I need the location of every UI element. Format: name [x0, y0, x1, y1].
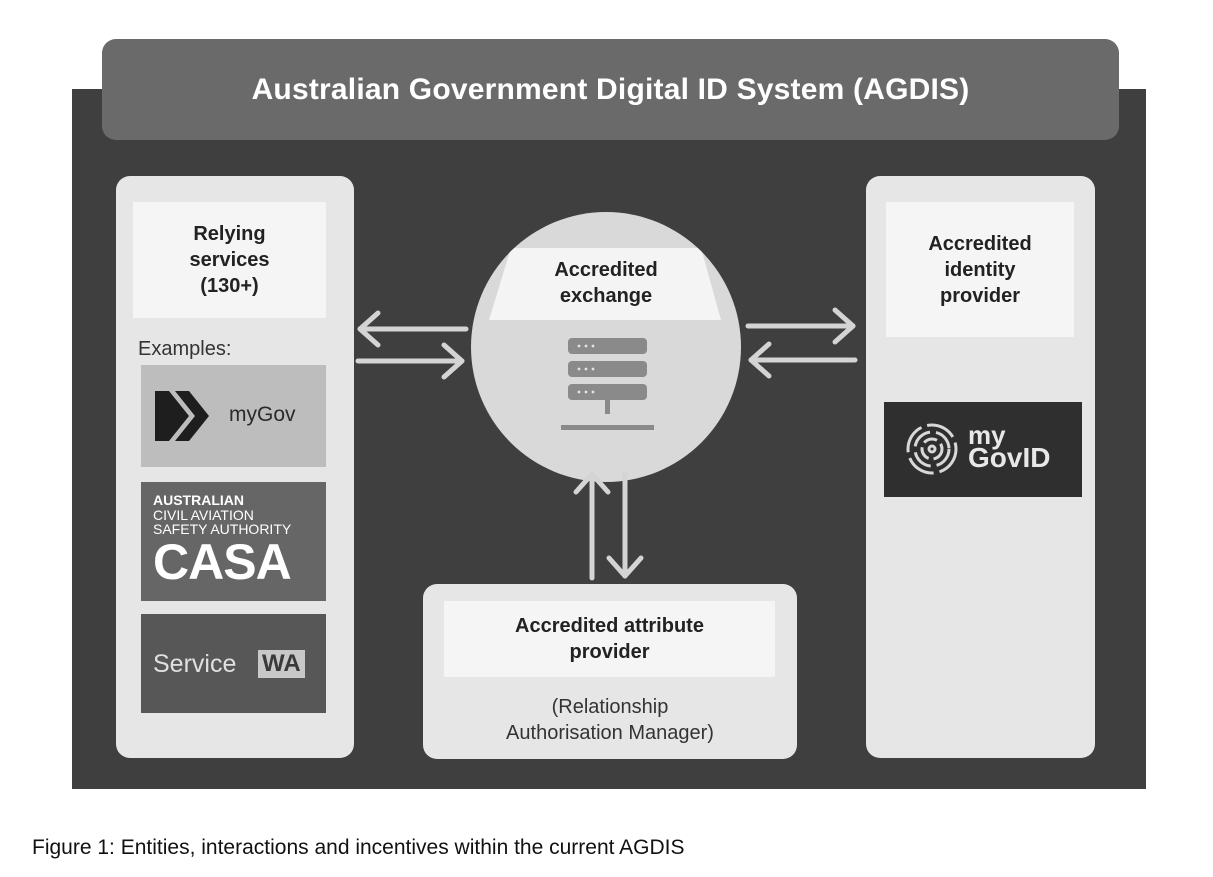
accredited-exchange-circle: Accredited exchange — [471, 212, 741, 482]
servicewa-text: Service — [153, 650, 237, 678]
arrow-exchange-to-attribute — [606, 471, 644, 579]
relying-services-label: Relying services (130+) — [133, 202, 326, 318]
diagram-title: Australian Government Digital ID System … — [251, 72, 970, 106]
exchange-label-line: exchange — [559, 285, 653, 307]
arrow-exchange-to-identity — [745, 307, 856, 345]
casa-logo: AUSTRALIAN CIVIL AVIATION SAFETY AUTHORI… — [141, 482, 326, 601]
identity-label-line: identity — [944, 258, 1016, 281]
attribute-provider-subtitle: (Relationship Authorisation Manager) — [423, 694, 797, 746]
mygov-logo: myGov — [141, 365, 326, 467]
arrow-identity-to-exchange — [748, 341, 858, 379]
attribute-label-line: Accredited attribute — [515, 615, 704, 637]
title-bar: Australian Government Digital ID System … — [102, 39, 1119, 140]
exchange-shape — [489, 248, 721, 320]
servicewa-logo: Service WA — [141, 614, 326, 713]
casa-acronym: CASA — [153, 534, 292, 591]
exchange-label: Accredited exchange — [471, 257, 741, 309]
mygovid-logo: my GovID — [884, 402, 1082, 497]
attribute-provider-label: Accredited attribute provider — [444, 601, 775, 677]
mygovid-govid: GovID — [968, 442, 1051, 474]
identity-label-line: Accredited — [928, 232, 1032, 255]
arrow-relying-to-exchange — [355, 342, 465, 380]
attribute-label-line: provider — [569, 641, 650, 663]
mygov-text: myGov — [229, 403, 296, 426]
identity-label-line: provider — [939, 284, 1021, 307]
arrow-attribute-to-exchange — [573, 471, 611, 581]
casa-line: AUSTRALIAN — [153, 492, 244, 508]
exchange-label-line: Accredited — [554, 259, 658, 281]
relying-label-line: (130+) — [200, 275, 259, 297]
casa-line: CIVIL AVIATION — [153, 506, 254, 523]
casa-line: SAFETY AUTHORITY — [153, 521, 292, 538]
attribute-sub-line: (Relationship — [551, 696, 669, 718]
examples-label: Examples: — [138, 338, 232, 360]
wa-map-badge: WA — [258, 650, 305, 678]
identity-provider-label: Accredited identity provider — [886, 202, 1074, 337]
relying-label-line: Relying — [193, 223, 266, 245]
fingerprint-icon — [906, 423, 958, 475]
mygovid-my: my — [968, 420, 1006, 450]
figure-caption: Figure 1: Entities, interactions and inc… — [32, 836, 685, 859]
server-icon — [561, 338, 654, 430]
attribute-sub-line: Authorisation Manager) — [506, 722, 714, 744]
relying-label-line: services — [189, 249, 270, 271]
arrow-exchange-to-relying — [357, 310, 469, 348]
mygov-chevron-icon — [155, 391, 209, 441]
